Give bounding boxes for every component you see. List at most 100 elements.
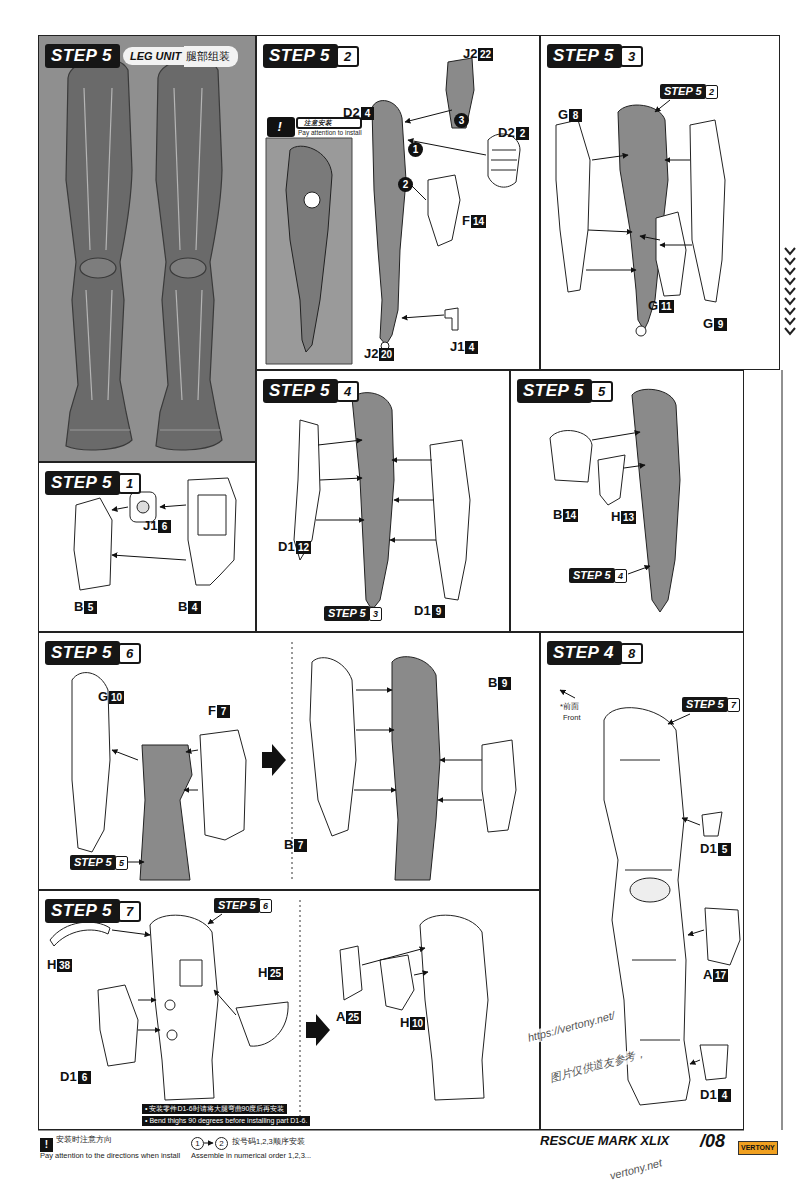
part-outlines <box>304 192 320 208</box>
panel-ground <box>782 370 783 1130</box>
step-header: STEP 51 <box>45 471 141 495</box>
part-number: 9 <box>498 677 511 690</box>
step-badge: STEP 5 <box>45 44 120 68</box>
step-arrows <box>306 1014 330 1046</box>
part-number: 10 <box>410 1017 425 1030</box>
assembly-arrows <box>640 236 660 240</box>
leg-render <box>156 58 222 450</box>
step-reference: STEP 5 <box>324 606 370 621</box>
part-number: 20 <box>379 348 394 361</box>
part-letter: G <box>98 690 108 705</box>
part-number: 2 <box>516 127 529 140</box>
part-letter: B <box>553 508 562 523</box>
assembly-arrows <box>440 760 482 761</box>
assembly-arrows <box>320 478 362 480</box>
part-outlines <box>50 58 740 1105</box>
assembly-arrows <box>655 100 670 112</box>
leg-render <box>84 88 112 400</box>
warning-icon: ! <box>40 1138 53 1152</box>
part-outlines <box>445 308 458 330</box>
part-letter: G <box>703 317 713 332</box>
part-number: 4 <box>465 341 478 354</box>
part-letter: B <box>488 676 497 691</box>
part-letter: J1 <box>143 519 157 534</box>
assembly-arrows <box>356 730 394 731</box>
assembly-arrows <box>665 160 690 161</box>
part-letter: A <box>703 968 712 983</box>
step-reference-number: 2 <box>705 85 718 99</box>
part-number: 17 <box>713 969 728 982</box>
step-text: 1 <box>118 473 141 494</box>
step-panel: STEP 5 2 !注意安装Pay attention to install <box>256 35 540 370</box>
assembly-arrows <box>112 100 704 1143</box>
part-number: 6 <box>158 520 171 533</box>
order-number: 2 <box>398 177 413 192</box>
part-outlines <box>705 908 740 965</box>
assembly-arrows <box>208 914 222 924</box>
part-letter: B <box>74 600 83 615</box>
part-number: 5 <box>84 601 97 614</box>
note-text: Pay attention to the directions when ins… <box>40 1152 180 1161</box>
step-reference: STEP 5 <box>214 898 260 913</box>
step-text: 5 <box>590 381 613 402</box>
caution-box: !注意安装Pay attention to install <box>265 115 368 367</box>
part-letter: A <box>336 1010 345 1025</box>
part-letter: J2 <box>364 347 378 362</box>
part-outlines <box>446 58 474 128</box>
part-outlines <box>428 175 460 246</box>
step-reference-number: 7 <box>727 698 740 712</box>
step-text: 7 <box>118 901 141 922</box>
assembly-arrows <box>668 714 690 724</box>
part-outlines <box>98 985 138 1066</box>
part-outlines <box>286 146 332 352</box>
page-number: /08 <box>700 1131 725 1152</box>
note-text: Assemble in numerical order 1,2,3... <box>191 1152 311 1161</box>
step-badge: STEP 5 <box>547 44 622 68</box>
assembly-arrows <box>112 750 138 760</box>
part-letter: F <box>462 214 470 229</box>
part-outlines <box>140 745 192 880</box>
assembly-arrows <box>204 1143 213 1144</box>
part-outlines <box>150 915 218 1100</box>
step-reference: STEP 5 <box>660 84 706 99</box>
part-outlines <box>165 1000 175 1010</box>
part-number: 4 <box>718 1089 731 1102</box>
part-outlines <box>130 492 156 522</box>
step-badge: STEP 5 <box>517 379 592 403</box>
part-number: 9 <box>432 605 445 618</box>
step-reference: STEP 5 <box>682 697 728 712</box>
step-text: 8 <box>620 643 643 664</box>
part-letter: J1 <box>450 340 464 355</box>
part-letter: D1 <box>700 842 717 857</box>
assembly-arrows <box>688 930 704 935</box>
edge-chevrons <box>785 248 795 334</box>
part-outlines <box>550 431 592 482</box>
step-reference: STEP 5 <box>70 855 116 870</box>
part-number: 4 <box>188 601 201 614</box>
assembly-arrows <box>356 690 392 691</box>
order-number: 1 <box>191 1137 204 1150</box>
step-badge: STEP 5 <box>263 44 338 68</box>
part-outlines <box>620 760 680 1040</box>
assembly-arrows <box>184 790 198 791</box>
step-arrows <box>262 744 286 776</box>
assembly-arrows <box>682 818 700 825</box>
panel-ground <box>38 35 256 462</box>
step-text: Pay attention to install <box>298 129 362 136</box>
assembly-arrows <box>624 465 645 468</box>
part-outlines <box>352 393 394 610</box>
part-number: 4 <box>361 107 374 120</box>
part-outlines <box>380 955 414 1010</box>
part-letter: D2 <box>498 126 515 141</box>
part-outlines <box>266 138 352 364</box>
step-arrows <box>262 744 330 1046</box>
dotted-divider <box>292 642 300 1124</box>
assembly-arrows <box>592 432 640 440</box>
part-outlines <box>200 730 246 840</box>
part-outlines <box>656 212 686 296</box>
note-text: • Bend thighs 90 degrees before installi… <box>142 1116 310 1126</box>
part-outlines <box>198 495 226 535</box>
step-badge: STEP 5 <box>263 379 338 403</box>
part-outlines <box>482 740 516 832</box>
step-badge: STEP 4 <box>547 641 622 665</box>
